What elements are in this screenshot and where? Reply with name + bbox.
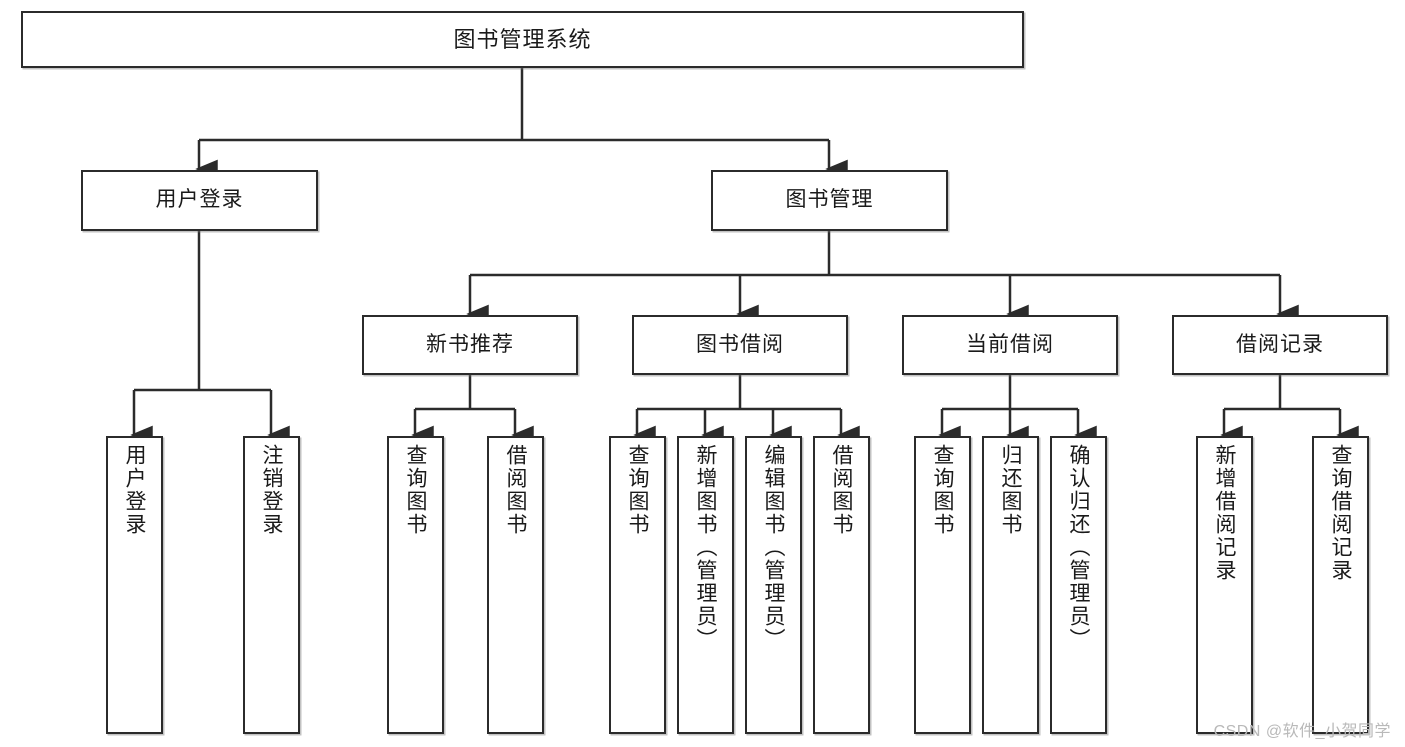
node-current-borrow[interactable]: 当前借阅: [902, 315, 1118, 375]
node-leaf-add-record[interactable]: 新增借阅记录: [1196, 436, 1253, 734]
node-leaf-user-logout-label: 注销登录: [260, 444, 283, 536]
node-leaf-query-book-bor[interactable]: 查询图书: [609, 436, 666, 734]
node-leaf-user-login-label: 用户登录: [123, 444, 146, 536]
node-leaf-query-book-cur[interactable]: 查询图书: [914, 436, 971, 734]
node-leaf-return-book[interactable]: 归还图书: [982, 436, 1039, 734]
node-leaf-borrow-book-rec[interactable]: 借阅图书: [487, 436, 544, 734]
node-new-book-rec-label: 新书推荐: [426, 332, 514, 356]
node-leaf-user-login[interactable]: 用户登录: [106, 436, 163, 734]
node-current-borrow-label: 当前借阅: [966, 332, 1054, 356]
node-book-manage-label: 图书管理: [785, 188, 874, 212]
node-leaf-query-book-bor-label: 查询图书: [626, 444, 649, 536]
node-leaf-add-book-label: 新增图书（管理员）: [694, 444, 717, 651]
node-new-book-rec[interactable]: 新书推荐: [362, 315, 578, 375]
node-leaf-add-book[interactable]: 新增图书（管理员）: [677, 436, 734, 734]
node-leaf-query-record[interactable]: 查询借阅记录: [1312, 436, 1369, 734]
node-leaf-add-record-label: 新增借阅记录: [1213, 444, 1236, 582]
node-leaf-query-book-rec[interactable]: 查询图书: [387, 436, 444, 734]
node-book-borrow-label: 图书借阅: [696, 332, 784, 356]
node-leaf-confirm-return[interactable]: 确认归还（管理员）: [1050, 436, 1107, 734]
node-root[interactable]: 图书管理系统: [21, 11, 1024, 68]
node-leaf-query-book-rec-label: 查询图书: [404, 444, 427, 536]
node-book-manage[interactable]: 图书管理: [711, 170, 948, 231]
node-leaf-borrow-book-bor[interactable]: 借阅图书: [813, 436, 870, 734]
node-leaf-borrow-book-bor-label: 借阅图书: [830, 444, 853, 536]
node-leaf-return-book-label: 归还图书: [999, 444, 1022, 536]
node-leaf-borrow-book-rec-label: 借阅图书: [504, 444, 527, 536]
node-leaf-edit-book-label: 编辑图书（管理员）: [762, 444, 785, 651]
node-leaf-query-record-label: 查询借阅记录: [1329, 444, 1352, 582]
node-leaf-user-logout[interactable]: 注销登录: [243, 436, 300, 734]
node-borrow-record[interactable]: 借阅记录: [1172, 315, 1388, 375]
node-leaf-edit-book[interactable]: 编辑图书（管理员）: [745, 436, 802, 734]
node-user-login-label: 用户登录: [155, 188, 244, 212]
node-user-login[interactable]: 用户登录: [81, 170, 318, 231]
node-root-label: 图书管理系统: [453, 26, 592, 52]
node-leaf-query-book-cur-label: 查询图书: [931, 444, 954, 536]
node-book-borrow[interactable]: 图书借阅: [632, 315, 848, 375]
node-borrow-record-label: 借阅记录: [1236, 332, 1324, 356]
node-leaf-confirm-return-label: 确认归还（管理员）: [1067, 444, 1090, 651]
watermark: CSDN @软件_小贺同学: [1213, 723, 1391, 740]
